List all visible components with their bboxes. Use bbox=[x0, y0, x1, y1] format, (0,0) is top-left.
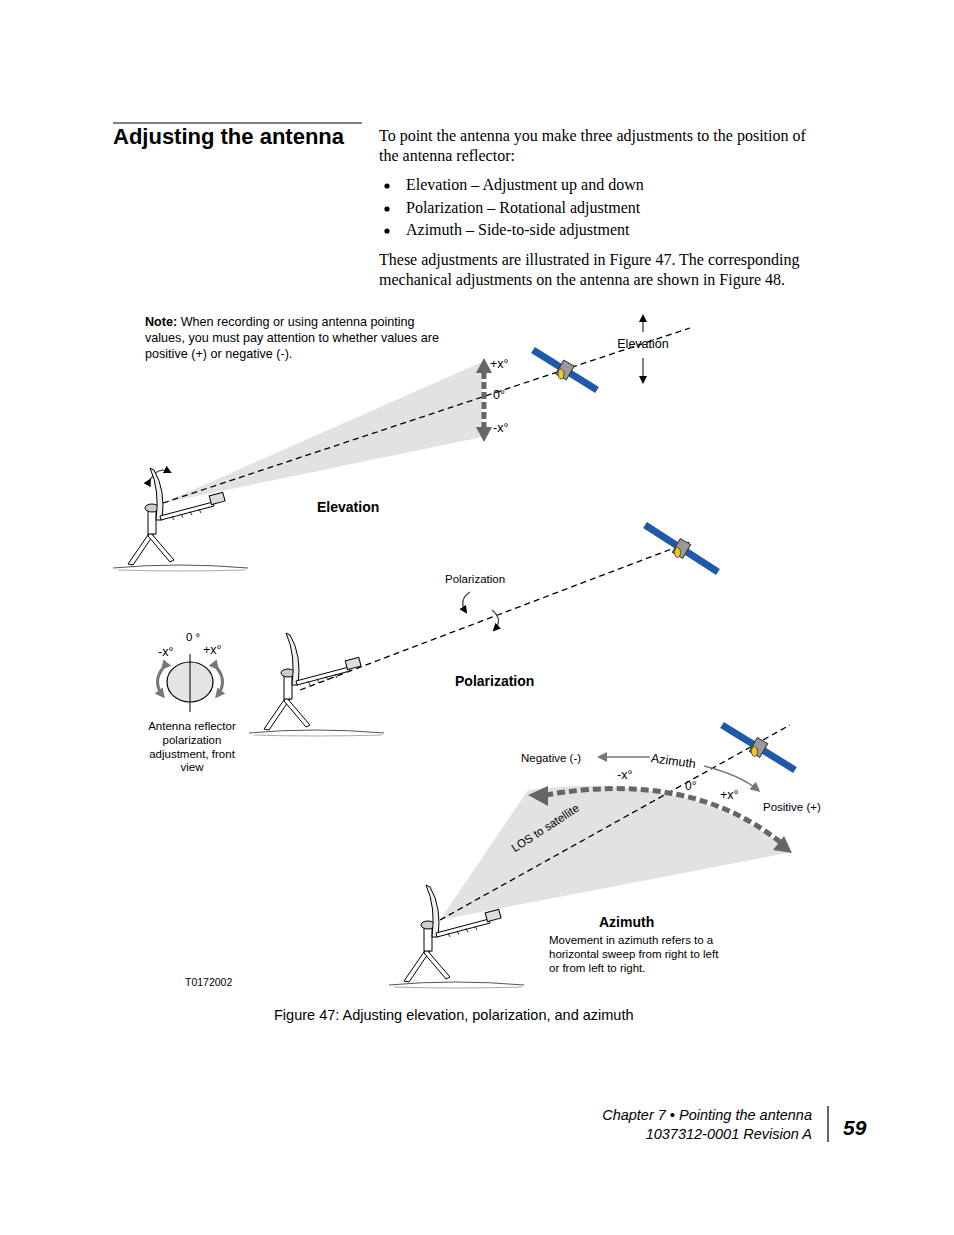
bullet bbox=[384, 206, 389, 211]
figure-label: +x° bbox=[203, 643, 222, 658]
satellite bbox=[645, 525, 718, 572]
figure-label: Positive (+) bbox=[763, 801, 821, 815]
antenna bbox=[389, 885, 524, 988]
figure-label: 0 ° bbox=[186, 631, 200, 645]
figure-label: Movement in azimuth refers to a horizont… bbox=[549, 934, 729, 975]
note-text: When recording or using antenna pointing… bbox=[145, 315, 439, 361]
figure-label: Antenna reflector polarization adjustmen… bbox=[137, 720, 247, 775]
body-text: To point the antenna you make three adju… bbox=[379, 126, 829, 166]
section-title: Adjusting the antenna bbox=[113, 124, 344, 150]
figure-label: +x° bbox=[490, 357, 509, 372]
page-footer: T0172002 bbox=[185, 976, 232, 989]
antenna bbox=[249, 633, 384, 736]
satellite bbox=[533, 350, 597, 390]
figure-label: Polarization bbox=[445, 573, 505, 587]
figure-label: -x° bbox=[158, 645, 173, 660]
figure-label: Azimuth bbox=[650, 751, 697, 772]
figure-caption: Figure 47: Adjusting elevation, polariza… bbox=[274, 1007, 634, 1024]
body-text: Elevation – Adjustment up and down bbox=[406, 175, 806, 195]
figure-label: +x° bbox=[720, 788, 739, 803]
note-label: Note: bbox=[145, 315, 177, 329]
figure-label: Azimuth bbox=[599, 914, 654, 931]
bullet bbox=[384, 228, 389, 233]
figure-label: Elevation bbox=[317, 499, 379, 516]
footer-rule bbox=[827, 1106, 828, 1142]
body-text: These adjustments are illustrated in Fig… bbox=[379, 250, 839, 290]
page-footer: 59 bbox=[843, 1115, 866, 1140]
figure-label: Elevation bbox=[617, 337, 668, 352]
page-footer: 1037312-0001 Revision A bbox=[646, 1126, 812, 1143]
figure-label: -x° bbox=[617, 768, 632, 783]
note: Note: When recording or using antenna po… bbox=[145, 314, 455, 362]
figure-label: 0° bbox=[685, 779, 696, 793]
figure-label: 0° bbox=[493, 388, 505, 403]
figure-label: Negative (-) bbox=[521, 752, 581, 766]
body-text: Polarization – Rotational adjustment bbox=[406, 198, 806, 218]
bullet bbox=[384, 183, 389, 188]
page-footer: Chapter 7 • Pointing the antenna bbox=[602, 1107, 812, 1124]
figure-label: Polarization bbox=[455, 673, 534, 690]
satellite bbox=[722, 725, 795, 770]
figure-label: -x° bbox=[493, 421, 508, 436]
antenna bbox=[113, 468, 248, 571]
body-text: Azimuth – Side-to-side adjustment bbox=[406, 220, 806, 240]
